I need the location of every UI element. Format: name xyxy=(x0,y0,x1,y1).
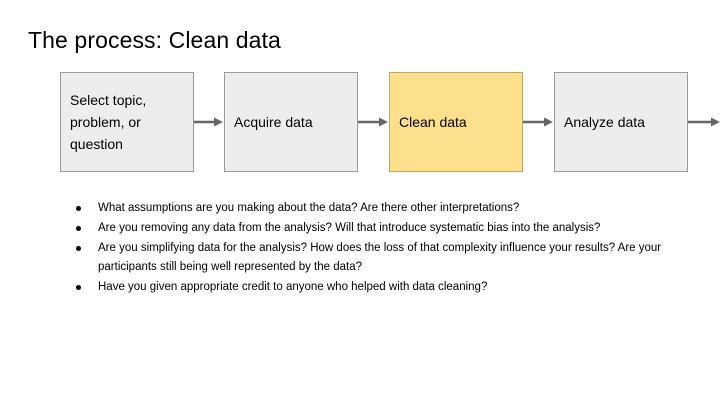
bullet-dot-icon xyxy=(76,225,81,231)
page-title: The process: Clean data xyxy=(28,27,281,53)
list-item: Have you given appropriate credit to any… xyxy=(72,278,696,298)
flow-box-acquire-data[interactable]: Acquire data xyxy=(224,72,358,172)
bullet-list: What assumptions are you making about th… xyxy=(72,199,696,298)
flow-box-clean-data[interactable]: Clean data xyxy=(389,72,523,172)
flow-box-label: Select topic, problem, or question xyxy=(70,92,147,152)
bullet-dot-icon xyxy=(76,285,81,291)
list-item-text: Have you given appropriate credit to any… xyxy=(98,281,488,294)
bullet-dot-icon xyxy=(76,245,81,251)
flow-arrow-3-icon xyxy=(523,116,554,128)
flow-arrow-4-icon xyxy=(688,116,720,128)
bullet-dot-icon xyxy=(76,206,81,211)
flow-box-select-topic[interactable]: Select topic, problem, or question xyxy=(60,72,194,172)
flow-arrow-1-icon xyxy=(194,116,224,128)
list-item: Are you simplifying data for the analysi… xyxy=(72,239,696,279)
flow-arrow-2-icon xyxy=(358,116,389,128)
list-item: What assumptions are you making about th… xyxy=(72,199,696,219)
list-item-text: Are you removing any data from the analy… xyxy=(98,221,601,234)
process-flow-diagram: Select topic, problem, or question Acqui… xyxy=(0,72,720,173)
list-item: Are you removing any data from the analy… xyxy=(72,219,696,239)
flow-box-label: Acquire data xyxy=(234,114,313,130)
flow-box-label: Analyze data xyxy=(564,114,645,130)
list-item-text: Are you simplifying data for the analysi… xyxy=(98,241,662,274)
list-item-text: What assumptions are you making about th… xyxy=(98,202,520,214)
flow-box-analyze-data[interactable]: Analyze data xyxy=(554,72,688,172)
flow-box-label: Clean data xyxy=(399,114,467,130)
